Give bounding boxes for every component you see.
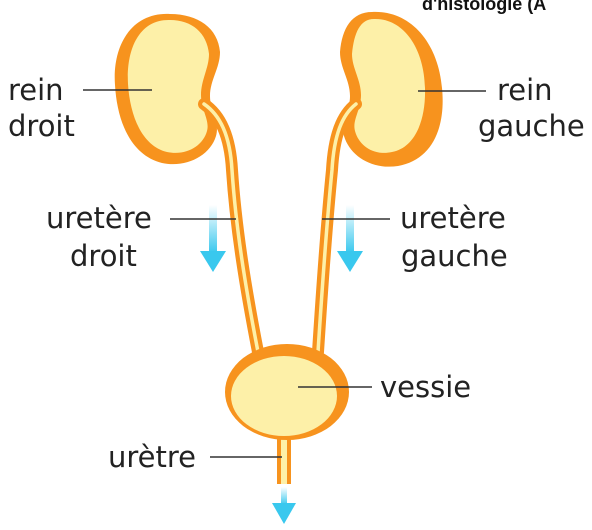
label-uretere-gauche-line2: gauche [401, 238, 508, 274]
label-rein-droit-line1: rein [8, 72, 64, 108]
flow-arrow-left-ureter [337, 205, 363, 272]
label-uretere-droit-line2: droit [70, 238, 137, 274]
kidney-right [115, 14, 220, 164]
flow-arrow-urethra [272, 487, 296, 524]
flow-arrow-right-ureter [200, 205, 226, 272]
label-uretere-droit-line1: uretère [46, 200, 152, 236]
kidney-left [340, 12, 443, 167]
label-rein-gauche-line1: rein [497, 72, 553, 108]
label-uretre: urètre [108, 439, 196, 475]
label-uretere-gauche-line1: uretère [400, 200, 506, 236]
label-rein-gauche-line2: gauche [478, 108, 585, 144]
label-rein-droit-line2: droit [8, 108, 75, 144]
label-vessie: vessie [380, 369, 471, 405]
bladder [225, 344, 349, 440]
